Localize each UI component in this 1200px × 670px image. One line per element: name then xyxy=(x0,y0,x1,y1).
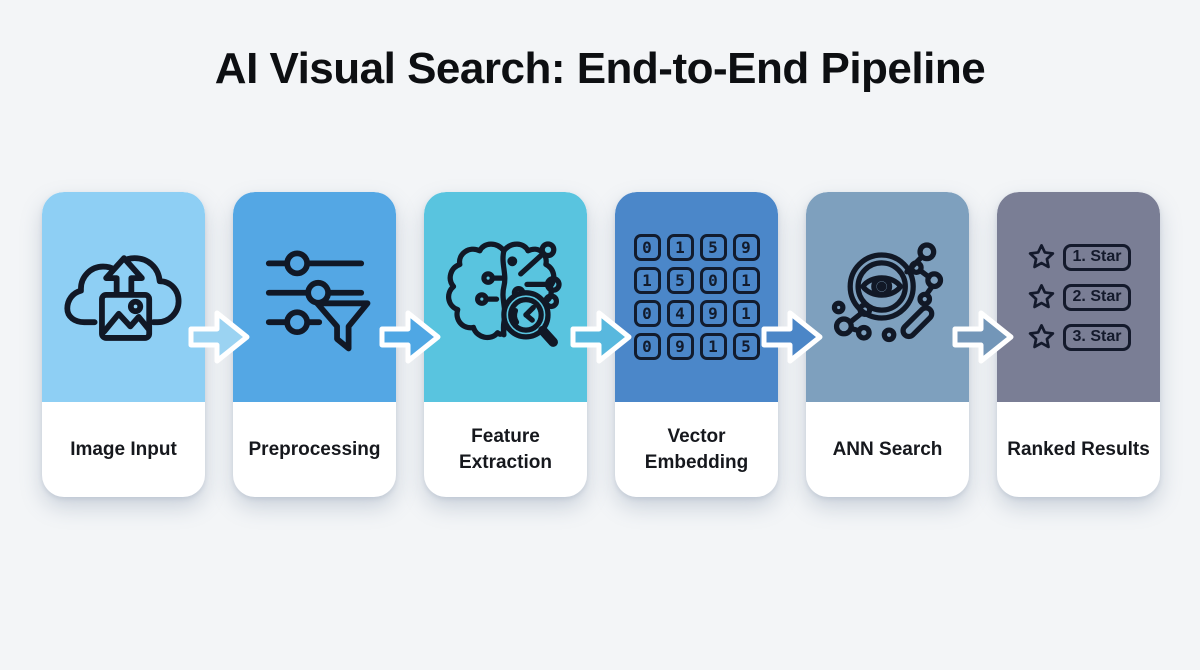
ranked-row: 2. Star xyxy=(1026,282,1132,313)
stage-label: Preprocessing xyxy=(248,438,381,460)
digit-cell: 1 xyxy=(699,333,727,360)
stage-label: Vector Embedding xyxy=(644,426,749,473)
ranked-result-box: 1. Star xyxy=(1062,243,1132,271)
cloud-upload-image-icon xyxy=(63,255,181,341)
digit-cell: 0 xyxy=(633,333,661,360)
ranked-row: 1. Star xyxy=(1026,242,1132,273)
flow-arrow-icon xyxy=(379,310,441,364)
digit-cell: 0 xyxy=(633,234,661,261)
digit-cell: 9 xyxy=(666,333,694,360)
stage-card-ranked-results: 1. Star 2. Star 3. Star xyxy=(997,192,1160,497)
ranked-row: 3. Star xyxy=(1026,322,1132,353)
digit-cell: 5 xyxy=(666,267,694,294)
stage-label-area: Vector Embedding xyxy=(615,402,778,497)
stage-icon-panel xyxy=(806,192,969,402)
stage-label-area: Feature Extraction xyxy=(424,402,587,497)
flow-arrow-icon xyxy=(570,310,632,364)
digit-cell: 9 xyxy=(732,234,760,261)
stage-label-area: Preprocessing xyxy=(233,402,396,497)
ranked-stars-icon: 1. Star 2. Star 3. Star xyxy=(1026,242,1132,353)
stage-card-image-input: Image Input xyxy=(42,192,205,497)
stage-card-preprocessing: Preprocessing xyxy=(233,192,396,497)
flow-arrow-icon xyxy=(761,310,823,364)
page-title: AI Visual Search: End-to-End Pipeline xyxy=(214,44,986,93)
stage-card-vector-embedding: 0 1 5 9 1 5 0 1 0 4 9 1 0 9 1 5 xyxy=(615,192,778,497)
ranked-result-box: 3. Star xyxy=(1062,323,1132,351)
digit-cell: 5 xyxy=(699,234,727,261)
stage-label-area: Ranked Results xyxy=(997,402,1160,497)
flow-arrow-icon xyxy=(952,310,1014,364)
stage-card-ann-search: ANN Search xyxy=(806,192,969,497)
brain-circuit-magnifier-icon xyxy=(445,241,562,347)
digit-cell: 1 xyxy=(666,234,694,261)
stage-label-area: ANN Search xyxy=(806,402,969,497)
ranked-result-box: 2. Star xyxy=(1062,283,1132,311)
digit-cell: 4 xyxy=(666,300,694,327)
stage-label-area: Image Input xyxy=(42,402,205,497)
digit-cell: 9 xyxy=(699,300,727,327)
magnifier-eye-network-icon xyxy=(831,242,943,343)
star-icon xyxy=(1028,323,1054,348)
digit-cell: 1 xyxy=(732,300,760,327)
flow-arrow-icon xyxy=(188,310,250,364)
sliders-filter-icon xyxy=(265,250,370,352)
stage-label: ANN Search xyxy=(832,438,943,460)
digit-cell: 1 xyxy=(633,267,661,294)
stage-label: Ranked Results xyxy=(1007,438,1150,460)
stage-icon-panel: 0 1 5 9 1 5 0 1 0 4 9 1 0 9 1 5 xyxy=(615,192,778,402)
stage-label: Image Input xyxy=(70,438,177,460)
digit-cell: 5 xyxy=(732,333,760,360)
digit-cell: 1 xyxy=(732,267,760,294)
digit-matrix-icon: 0 1 5 9 1 5 0 1 0 4 9 1 0 9 1 5 xyxy=(633,234,760,360)
pipeline-row: Image Input Prepr xyxy=(42,192,1160,497)
stage-icon-panel: 1. Star 2. Star 3. Star xyxy=(997,192,1160,402)
stage-card-feature-extraction: Feature Extraction xyxy=(424,192,587,497)
stage-label: Feature Extraction xyxy=(459,426,552,473)
digit-cell: 0 xyxy=(633,300,661,327)
star-icon xyxy=(1028,243,1054,268)
stage-icon-panel xyxy=(424,192,587,402)
digit-cell: 0 xyxy=(699,267,727,294)
stage-icon-panel xyxy=(233,192,396,402)
stage-icon-panel xyxy=(42,192,205,402)
star-icon xyxy=(1028,283,1054,308)
